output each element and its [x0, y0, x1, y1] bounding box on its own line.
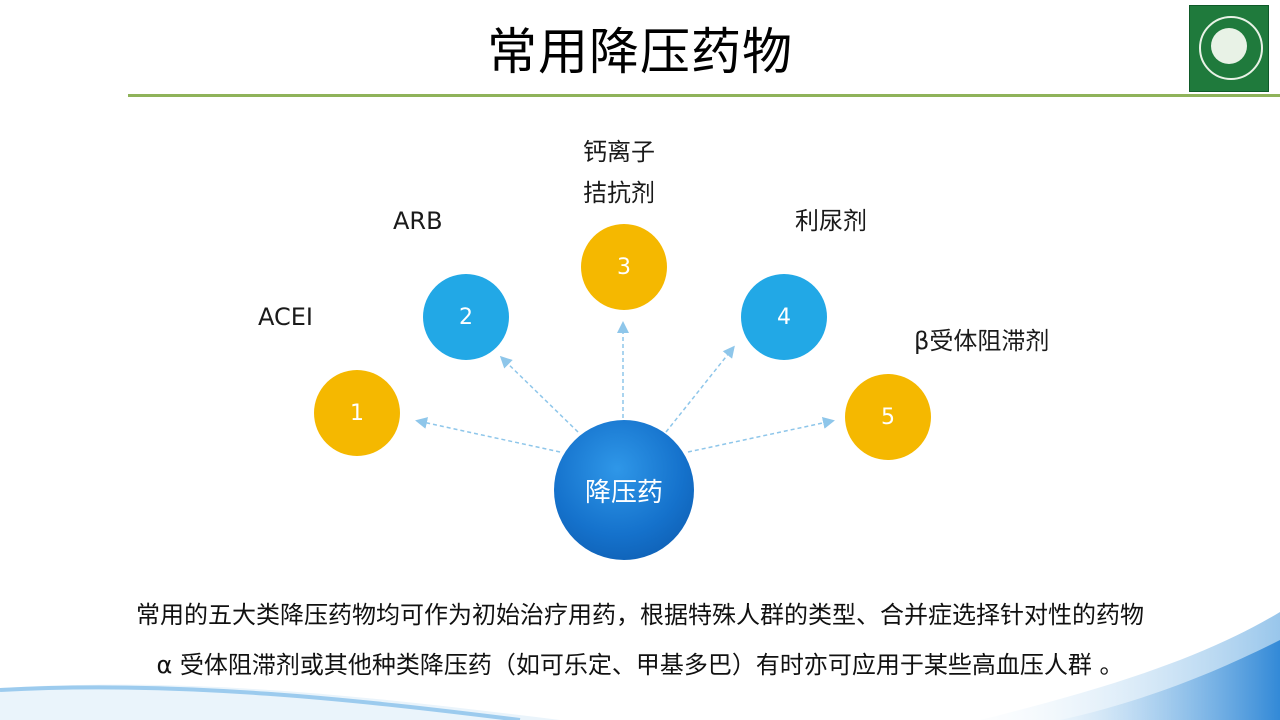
arrow-to-node-2 — [499, 355, 579, 433]
arrow-to-node-5 — [687, 417, 835, 453]
label-ccb-line1: 钙离子 — [583, 138, 655, 166]
caption-line-1: 常用的五大类降压药物均可作为初始治疗用药，根据特殊人群的类型、合并症选择针对性的… — [136, 601, 1144, 629]
label-beta-blocker: β受体阻滞剂 — [914, 327, 1050, 355]
node-3: 3 — [581, 224, 667, 310]
node-2: 2 — [423, 274, 509, 360]
node-5: 5 — [845, 374, 931, 460]
label-acei: ACEI — [258, 303, 313, 331]
caption-line-2: α 受体阻滞剂或其他种类降压药（如可乐定、甲基多巴）有时亦可应用于某些高血压人群… — [156, 651, 1124, 679]
arrow-to-node-4 — [665, 345, 735, 433]
node-4: 4 — [741, 274, 827, 360]
title-divider — [128, 94, 1280, 97]
page-title: 常用降压药物 — [487, 23, 793, 81]
logo-ring — [1199, 16, 1263, 80]
label-diuretic: 利尿剂 — [795, 207, 867, 235]
node-1: 1 — [314, 370, 400, 456]
label-ccb-line2: 拮抗剂 — [583, 179, 655, 207]
center-node: 降压药 — [554, 420, 694, 560]
association-logo — [1189, 5, 1269, 92]
logo-emblem — [1211, 28, 1247, 64]
label-arb: ARB — [393, 207, 443, 235]
arrow-to-node-1 — [415, 417, 561, 453]
